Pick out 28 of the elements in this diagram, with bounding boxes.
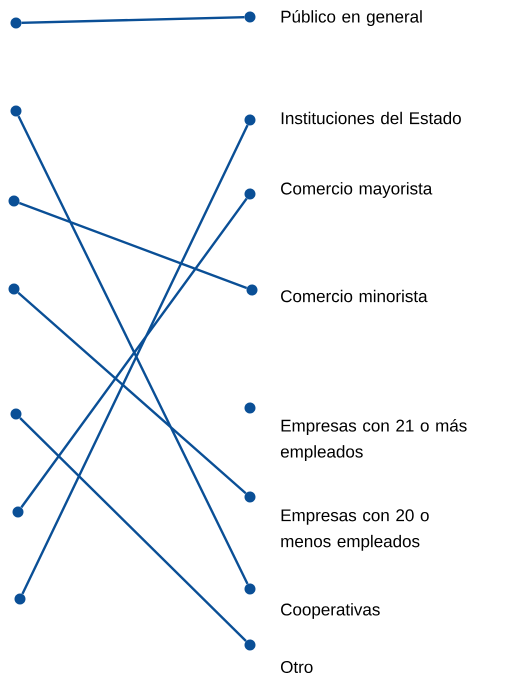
dot <box>244 12 256 22</box>
connector-line <box>20 198 248 508</box>
option-label: Otro <box>281 660 313 674</box>
connector-line <box>17 292 247 494</box>
option-label: Empresas con 20 o menos empleados <box>281 509 429 551</box>
option-label: Instituciones del Estado <box>282 112 461 124</box>
dot <box>244 188 256 200</box>
connector-line <box>22 16 244 24</box>
dot <box>244 640 256 650</box>
dot <box>246 284 258 296</box>
option-label: Comercio mayorista <box>281 182 432 198</box>
option-label: Público en general <box>282 10 422 26</box>
option-label: Comercio minorista <box>281 290 428 302</box>
dot <box>244 402 256 414</box>
connector-line <box>19 417 247 642</box>
option-label: Empresas con 21 o más empleados <box>280 418 467 462</box>
dot <box>8 196 20 206</box>
dot <box>10 18 22 28</box>
option-label: Cooperativas <box>281 603 380 619</box>
dot <box>12 506 24 518</box>
dot <box>8 284 20 294</box>
dot <box>244 492 256 502</box>
dot <box>10 106 22 116</box>
dot <box>10 408 22 420</box>
dot <box>14 594 26 604</box>
connector-line <box>18 202 248 290</box>
dot <box>244 114 256 126</box>
dot <box>244 584 256 594</box>
